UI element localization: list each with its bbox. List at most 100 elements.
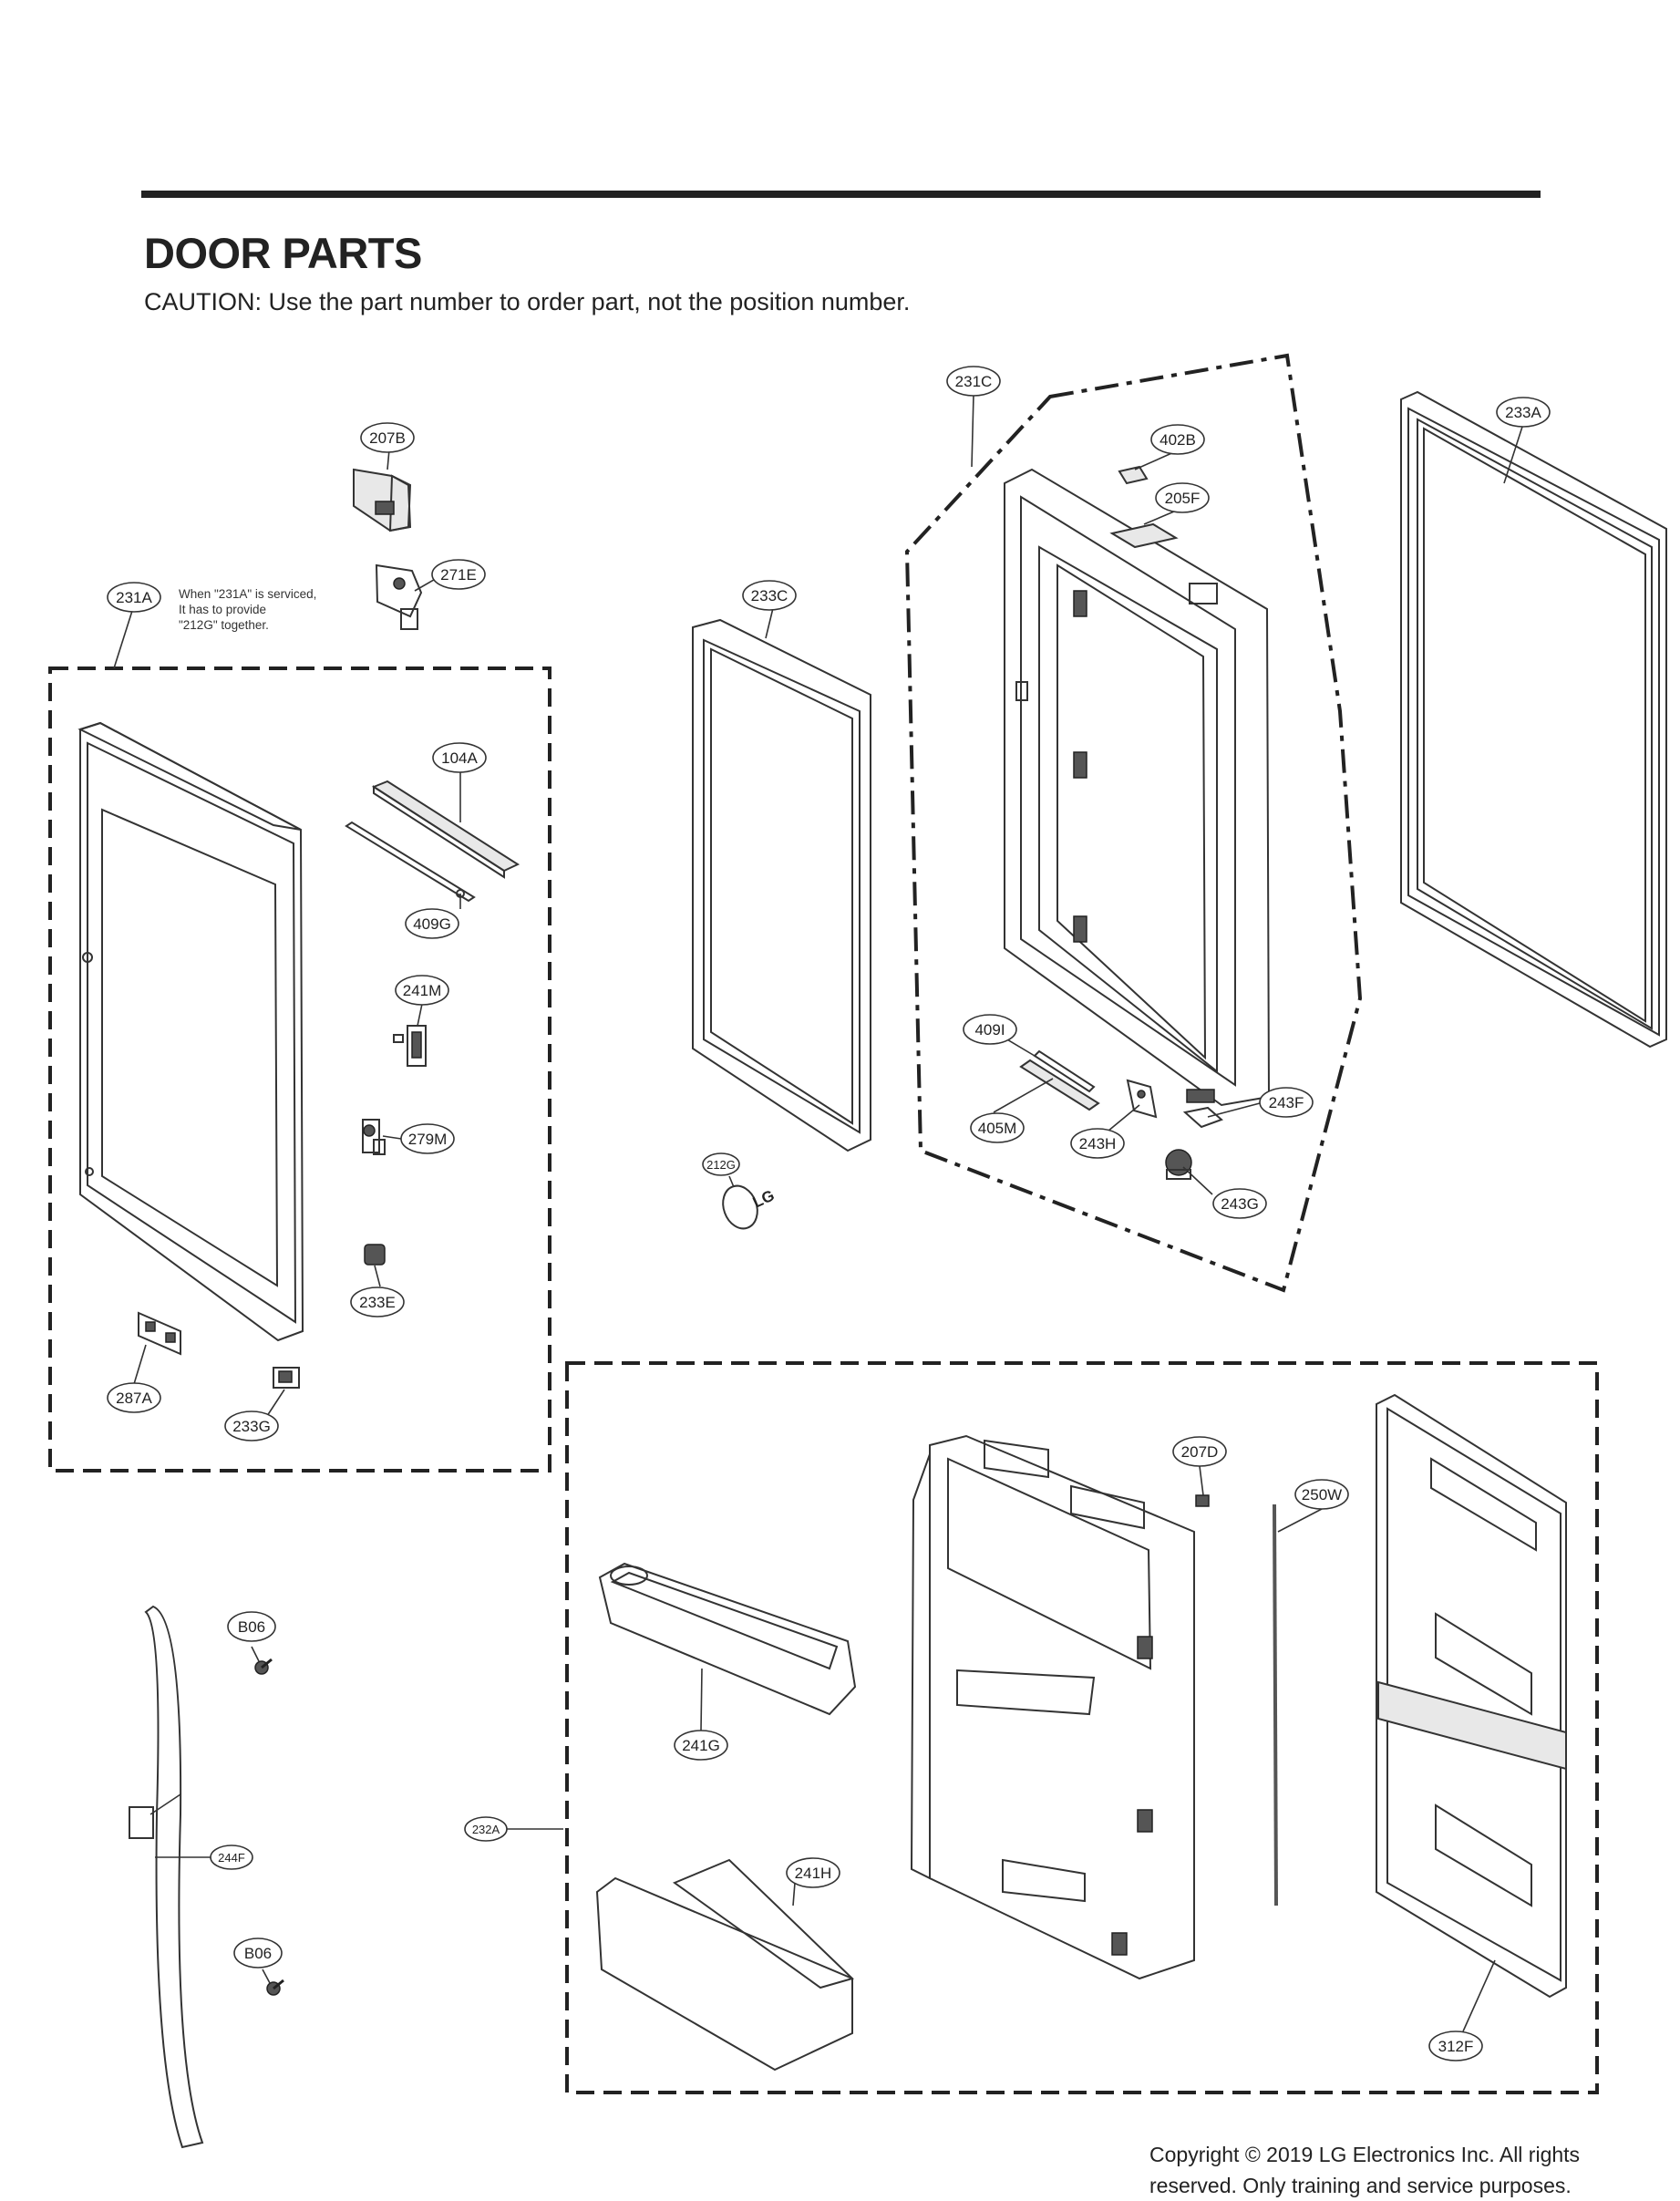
callout-241G: 241G — [674, 1730, 728, 1761]
callout-B06-bottom-text: B06 — [244, 1945, 272, 1962]
callout-402B: 402B — [1150, 424, 1205, 455]
callout-B06-bottom: B06 — [233, 1938, 283, 1968]
callout-231C: 231C — [946, 366, 1001, 397]
handle-244F — [129, 1605, 204, 2149]
rod-250W — [1273, 1504, 1278, 1906]
callout-241M-text: 241M — [403, 982, 442, 999]
copyright-notice: Copyright © 2019 LG Electronics Inc. All… — [1149, 2139, 1623, 2201]
callout-402B-text: 402B — [1160, 431, 1196, 449]
callout-409G: 409G — [405, 908, 459, 939]
callout-104A: 104A — [432, 742, 487, 773]
callout-233A-text: 233A — [1505, 404, 1541, 421]
callout-233E: 233E — [350, 1286, 405, 1318]
part-241M — [393, 1025, 427, 1067]
callout-241H-text: 241H — [795, 1865, 832, 1882]
callout-233G: 233G — [224, 1410, 279, 1442]
part-243F — [1182, 1106, 1223, 1129]
part-243H — [1126, 1079, 1158, 1119]
service-note-line1: When "231A" is serviced, — [179, 587, 316, 601]
callout-244F: 244F — [210, 1844, 253, 1870]
lg-logo-212G: LG — [722, 1184, 777, 1230]
callout-241H: 241H — [786, 1857, 840, 1888]
callout-243G-text: 243G — [1221, 1195, 1259, 1213]
callout-207B: 207B — [360, 422, 415, 453]
callout-243F: 243F — [1259, 1087, 1314, 1118]
callout-279M-text: 279M — [408, 1131, 448, 1148]
caution-text: CAUTION: Use the part number to order pa… — [144, 288, 911, 315]
callout-243G: 243G — [1212, 1188, 1267, 1219]
page-title: DOOR PARTS — [144, 229, 422, 277]
part-271E — [375, 563, 423, 630]
callout-233A: 233A — [1496, 397, 1551, 428]
header-rule — [141, 191, 1541, 198]
liner-232A — [910, 1434, 1195, 1980]
callout-312F-text: 312F — [1438, 2038, 1474, 2055]
callout-243H: 243H — [1070, 1128, 1125, 1159]
callout-207D-text: 207D — [1181, 1443, 1219, 1461]
service-note-line3: "212G" together. — [179, 618, 269, 632]
gasket-233C — [692, 618, 871, 1152]
callout-231A: 231A — [107, 582, 161, 613]
callout-409I: 409I — [963, 1014, 1017, 1045]
callout-207B-text: 207B — [369, 429, 406, 447]
service-note-line2: It has to provide — [179, 603, 266, 616]
part-402B — [1118, 465, 1149, 485]
part-287A — [138, 1311, 181, 1356]
callout-231A-text: 231A — [116, 589, 152, 606]
part-233G — [273, 1367, 300, 1389]
callout-212G: 212G — [702, 1152, 740, 1176]
group-box-231A — [48, 666, 551, 1472]
callout-287A: 287A — [107, 1382, 161, 1413]
service-note: When "231A" is serviced, It has to provi… — [179, 587, 316, 632]
callout-243F-text: 243F — [1269, 1094, 1304, 1111]
callout-250W: 250W — [1294, 1479, 1349, 1510]
group-box-231C — [904, 353, 1363, 1293]
callout-271E-text: 271E — [440, 566, 477, 584]
callout-233C: 233C — [742, 580, 797, 611]
copyright-line-2: reserved. Only training and service purp… — [1149, 2174, 1572, 2197]
callout-279M: 279M — [400, 1123, 455, 1154]
callout-231C-text: 231C — [955, 373, 993, 390]
callout-409I-text: 409I — [974, 1021, 1005, 1038]
callout-243H-text: 243H — [1079, 1135, 1117, 1152]
part-233E — [364, 1244, 386, 1266]
callout-287A-text: 287A — [116, 1390, 152, 1407]
strip-104A — [371, 780, 520, 879]
callout-312F: 312F — [1428, 2030, 1483, 2062]
callout-233E-text: 233E — [359, 1294, 396, 1311]
callout-405M: 405M — [970, 1112, 1025, 1143]
door-231C — [1004, 468, 1271, 1107]
copyright-line-1: Copyright © 2019 LG Electronics Inc. All… — [1149, 2143, 1581, 2166]
part-207D — [1195, 1494, 1210, 1507]
callout-205F-text: 205F — [1165, 490, 1201, 507]
screw-B06-bottom — [266, 1979, 284, 1996]
callout-207D: 207D — [1172, 1436, 1227, 1467]
callout-241M: 241M — [395, 975, 449, 1006]
bin-241G — [598, 1562, 857, 1716]
callout-B06-top: B06 — [227, 1611, 276, 1642]
part-405M — [1019, 1059, 1100, 1111]
callout-232A-text: 232A — [472, 1823, 500, 1836]
callout-241G-text: 241G — [682, 1737, 720, 1754]
callout-232A: 232A — [464, 1816, 508, 1842]
callout-104A-text: 104A — [441, 749, 478, 767]
callout-250W-text: 250W — [1302, 1486, 1342, 1504]
callout-405M-text: 405M — [978, 1120, 1017, 1137]
part-279M — [362, 1119, 386, 1155]
part-409I — [1033, 1049, 1096, 1093]
callout-212G-text: 212G — [706, 1158, 736, 1172]
part-207B — [353, 468, 412, 532]
callout-205F: 205F — [1155, 482, 1210, 513]
group-box-232A — [565, 1361, 1599, 2094]
screw-B06-top — [254, 1658, 273, 1675]
door-panel-312F — [1376, 1393, 1567, 1999]
gasket-233A — [1400, 390, 1667, 1049]
callout-409G-text: 409G — [413, 915, 451, 933]
lg-logo-text: LG — [750, 1186, 777, 1211]
callout-271E: 271E — [431, 559, 486, 590]
callout-B06-top-text: B06 — [238, 1618, 265, 1636]
callout-233G-text: 233G — [232, 1418, 271, 1435]
callout-233C-text: 233C — [751, 587, 788, 604]
callout-244F-text: 244F — [218, 1851, 245, 1865]
